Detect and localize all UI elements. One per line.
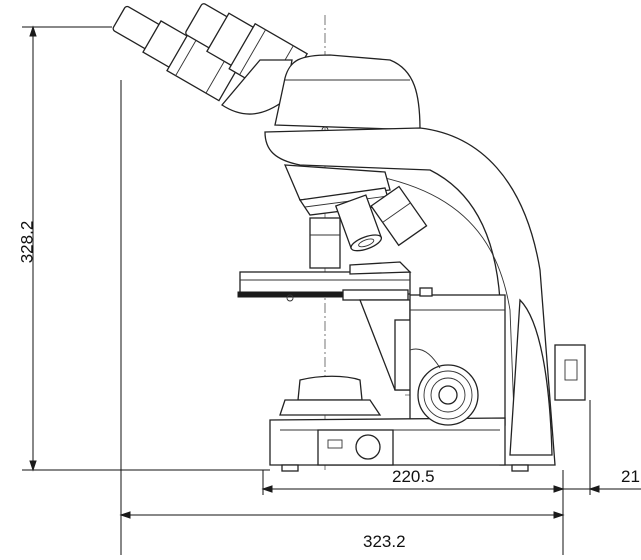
rear-power-connector [554,344,586,401]
base-depth-dimension [261,470,565,495]
overall-depth-dimension [119,80,565,555]
side-offset-label: 21 [621,467,640,486]
microscope-arm [264,127,556,466]
substage-condenser [359,299,416,391]
observation-head [274,54,421,134]
height-dimension-label: 328.2 [17,220,37,264]
side-offset-dimension [563,400,641,495]
height-dimension [22,25,270,472]
focus-knob [409,348,479,426]
base-depth-label: 220.5 [392,467,435,486]
overall-depth-label: 323.2 [363,532,406,551]
eyepiece-tubes [112,3,309,115]
nosepiece-objectives [283,164,428,269]
specimen-stage [237,261,412,302]
